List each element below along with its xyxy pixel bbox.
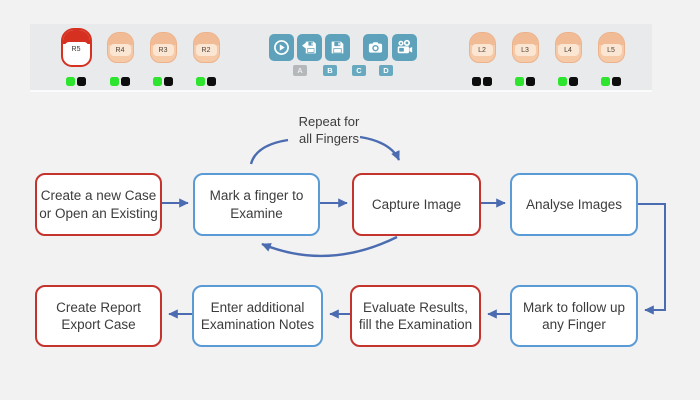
finger-label: L5 <box>600 43 622 57</box>
finger-label: L2 <box>471 43 493 57</box>
node-text: fill the Examination <box>358 317 473 332</box>
status-led-green <box>110 77 119 86</box>
video-camera-button[interactable] <box>391 34 417 61</box>
node-text: Enter additional <box>210 299 305 315</box>
node-text: Create Report <box>56 299 141 315</box>
finger-label: R2 <box>195 43 217 57</box>
node-text: Mark to follow up <box>522 299 626 315</box>
shortcut-badge-d[interactable]: D <box>379 65 393 76</box>
save-button[interactable] <box>325 34 350 61</box>
node-create-report: Create Report Export Case <box>35 285 162 347</box>
repeat-note: Repeat for all Fingers <box>285 113 373 147</box>
finger-status-leds <box>153 77 173 86</box>
shortcut-badge-a[interactable]: A <box>293 65 307 76</box>
status-led-black <box>472 77 481 86</box>
finger-button-R4[interactable]: R4 <box>106 32 134 63</box>
repeat-note-line1: Repeat for <box>298 114 360 129</box>
node-create-case: Create a new Case or Open an Existing <box>35 173 162 236</box>
finger-cap <box>107 33 133 46</box>
finger-status-leds <box>196 77 216 86</box>
finger-status-leds <box>66 77 86 86</box>
status-led-black <box>207 77 216 86</box>
status-led-green <box>66 77 75 86</box>
node-text: or Open an Existing <box>39 205 158 221</box>
finger-status-leds <box>110 77 130 86</box>
finger-button-L3[interactable]: L3 <box>511 32 539 63</box>
status-led-green <box>601 77 610 86</box>
status-led-black <box>526 77 535 86</box>
finger-status-leds <box>515 77 535 86</box>
node-capture-image: Capture Image <box>352 173 481 236</box>
node-mark-follow-up: Mark to follow up any Finger <box>510 285 638 347</box>
camera-button[interactable] <box>363 34 388 61</box>
finger-unit-R5: R5 <box>54 28 98 86</box>
node-text: Export Case <box>61 317 136 332</box>
finger-cap <box>512 33 538 46</box>
finger-cap <box>62 30 90 44</box>
camera-icon <box>367 39 384 56</box>
status-led-green <box>515 77 524 86</box>
status-led-black <box>483 77 492 86</box>
finger-cap <box>469 33 495 46</box>
save-icon <box>329 39 346 56</box>
status-led-black <box>121 77 130 86</box>
finger-unit-L3: L3 <box>503 28 547 86</box>
node-text: any Finger <box>542 317 606 332</box>
status-led-green <box>196 77 205 86</box>
finger-button-R2[interactable]: R2 <box>192 32 220 63</box>
finger-cap <box>193 33 219 46</box>
node-evaluate-results: Evaluate Results, fill the Examination <box>350 285 481 347</box>
shortcut-badge-c[interactable]: C <box>352 65 366 76</box>
status-led-black <box>164 77 173 86</box>
finger-button-R3[interactable]: R3 <box>149 32 177 63</box>
finger-label: R4 <box>109 43 131 57</box>
status-led-green <box>558 77 567 86</box>
finger-cap <box>150 33 176 46</box>
finger-button-L2[interactable]: L2 <box>468 32 496 63</box>
finger-button-R5[interactable]: R5 <box>60 28 92 67</box>
finger-label: L3 <box>514 43 536 57</box>
shortcut-badge-b[interactable]: B <box>323 65 337 76</box>
finger-label: R3 <box>152 43 174 57</box>
finger-unit-R2: R2 <box>184 28 228 86</box>
toolbar: R5 R4 R3 R2 <box>30 24 652 92</box>
finger-label: R5 <box>64 41 88 58</box>
finger-unit-L5: L5 <box>589 28 633 86</box>
save-as-icon <box>301 39 318 56</box>
node-enter-notes: Enter additional Examination Notes <box>192 285 323 347</box>
finger-button-L4[interactable]: L4 <box>554 32 582 63</box>
node-text: Create a new Case <box>40 188 157 204</box>
status-led-black <box>77 77 86 86</box>
finger-unit-L2: L2 <box>460 28 504 86</box>
node-text: Capture Image <box>371 196 462 212</box>
node-text: Mark a finger to <box>209 188 304 204</box>
finger-unit-R3: R3 <box>141 28 185 86</box>
finger-unit-R4: R4 <box>98 28 142 86</box>
status-led-green <box>153 77 162 86</box>
play-icon <box>273 39 290 56</box>
finger-label: L4 <box>557 43 579 57</box>
finger-unit-L4: L4 <box>546 28 590 86</box>
node-text: Examine <box>230 205 283 221</box>
finger-cap <box>598 33 624 46</box>
finger-cap <box>555 33 581 46</box>
repeat-note-line2: all Fingers <box>299 131 359 146</box>
node-text: Analyse Images <box>525 196 623 212</box>
status-led-black <box>612 77 621 86</box>
status-led-black <box>569 77 578 86</box>
node-text: Examination Notes <box>200 317 315 332</box>
play-button[interactable] <box>269 34 294 61</box>
finger-button-L5[interactable]: L5 <box>597 32 625 63</box>
video-camera-icon <box>396 39 413 56</box>
node-mark-finger: Mark a finger to Examine <box>193 173 320 236</box>
node-analyse-images: Analyse Images <box>510 173 638 236</box>
finger-status-leds <box>601 77 621 86</box>
finger-status-leds <box>472 77 492 86</box>
finger-status-leds <box>558 77 578 86</box>
node-text: Evaluate Results, <box>362 299 469 315</box>
save-as-button[interactable] <box>296 34 322 61</box>
